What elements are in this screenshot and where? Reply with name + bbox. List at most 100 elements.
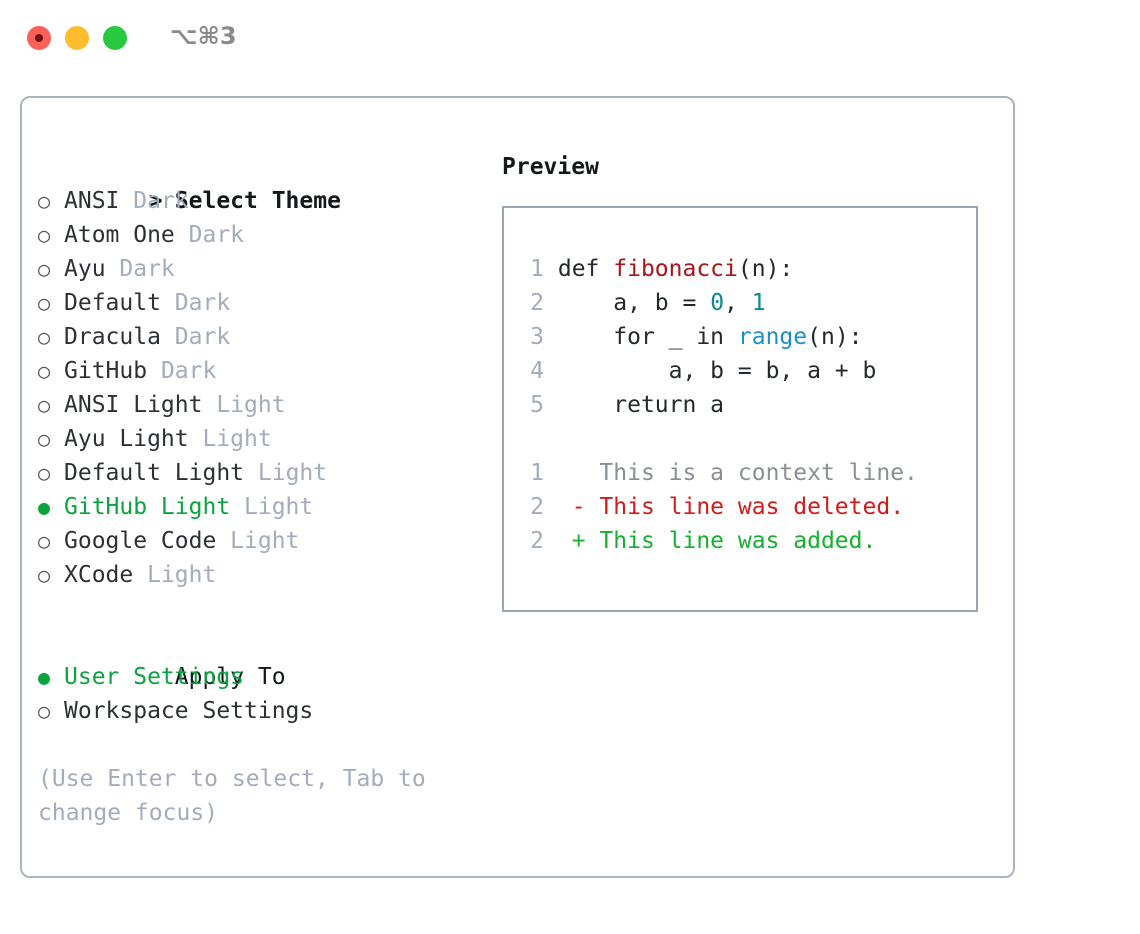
radio-unselected-icon: ○ bbox=[38, 291, 51, 315]
theme-list-item[interactable]: ○GitHub Dark bbox=[38, 354, 478, 388]
apply-to-item[interactable]: ● User Settings bbox=[38, 660, 478, 694]
code-token: range bbox=[737, 324, 808, 350]
radio-unselected-icon: ○ bbox=[38, 529, 51, 553]
code-token: 0 bbox=[710, 290, 725, 316]
apply-to-item[interactable]: ○ Workspace Settings bbox=[38, 694, 478, 728]
code-token: for _ in bbox=[557, 324, 738, 350]
code-token: a, b = bbox=[557, 290, 711, 316]
radio-selected-icon: ● bbox=[38, 495, 51, 519]
line-number: 5 bbox=[530, 392, 544, 418]
keyboard-hint-text: (Use Enter to select, Tab to change focu… bbox=[38, 766, 440, 826]
line-number: 3 bbox=[530, 324, 544, 350]
theme-list-item[interactable]: ○ Dracula Dark bbox=[38, 320, 478, 354]
select-theme-header-label: Select Theme bbox=[174, 188, 341, 214]
theme-list-item[interactable]: ● GitHub Light Light bbox=[38, 490, 478, 524]
theme-list-item-label: Ayu Light bbox=[64, 426, 203, 452]
code-line: 5 return a bbox=[520, 388, 918, 422]
theme-variant-tag: Light bbox=[216, 392, 286, 418]
diff-sign bbox=[572, 460, 586, 486]
theme-variant-tag: Dark bbox=[188, 222, 245, 248]
theme-list-item-label: GitHub bbox=[64, 358, 161, 384]
code-line: 2 a, b = 0, 1 bbox=[520, 286, 918, 320]
theme-list-item-label: Default bbox=[64, 290, 175, 316]
theme-variant-tag: Light bbox=[244, 494, 314, 520]
line-number: 2 bbox=[530, 290, 544, 316]
code-token: (n): bbox=[807, 324, 863, 350]
theme-variant-tag: Light bbox=[257, 460, 328, 486]
code-token: fibonacci bbox=[613, 256, 738, 282]
theme-list-item-label: ANSI Light bbox=[64, 392, 217, 418]
minimize-button[interactable] bbox=[65, 26, 89, 50]
theme-list-item[interactable]: ○ Default Dark bbox=[38, 286, 478, 320]
diff-sign: - bbox=[571, 494, 586, 520]
theme-list-item[interactable]: ○ ANSI Light Light bbox=[38, 388, 478, 422]
code-token: 1 bbox=[751, 290, 766, 316]
theme-variant-tag: Light bbox=[202, 426, 272, 452]
theme-list-item[interactable]: ○ ANSI Dark bbox=[38, 184, 478, 218]
diff-line: 2 + This line was added. bbox=[520, 524, 918, 558]
section-spacer bbox=[38, 592, 478, 626]
diff-line-text: This line was deleted. bbox=[585, 494, 905, 520]
radio-unselected-icon: ○ bbox=[38, 257, 51, 281]
code-token: , bbox=[724, 290, 752, 316]
radio-unselected-icon: ○ bbox=[38, 699, 51, 723]
theme-variant-tag: Light bbox=[147, 562, 217, 588]
window-controls bbox=[27, 26, 127, 50]
theme-variant-tag: Light bbox=[230, 528, 300, 554]
code-token: return a bbox=[557, 392, 725, 418]
radio-unselected-icon: ○ bbox=[38, 393, 51, 417]
apply-to-header: Apply To bbox=[38, 626, 478, 690]
code-token: (n): bbox=[737, 256, 794, 282]
theme-list-item[interactable]: ○ Google Code Light bbox=[38, 524, 478, 558]
diff-sign: + bbox=[571, 528, 586, 554]
radio-unselected-icon: ○ bbox=[38, 223, 51, 247]
diff-line-text: This line was added. bbox=[585, 528, 877, 554]
title-bar: ⌥⌘3 bbox=[0, 0, 1140, 78]
radio-unselected-icon: ○ bbox=[38, 359, 51, 383]
line-number: 2 bbox=[530, 494, 544, 520]
diff-line: 1 This is a context line. bbox=[520, 456, 918, 490]
theme-list-item-label: Dracula bbox=[64, 324, 175, 350]
theme-variant-tag: Dark bbox=[174, 324, 231, 350]
diff-line: 2 - This line was deleted. bbox=[520, 490, 918, 524]
select-theme-header: >Select Theme bbox=[38, 150, 478, 214]
radio-unselected-icon: ○ bbox=[38, 189, 51, 213]
radio-unselected-icon: ○ bbox=[38, 325, 51, 349]
theme-list-item-label: XCode bbox=[64, 562, 148, 588]
theme-list-item[interactable]: ○Default Light Light bbox=[38, 456, 478, 490]
theme-list-item[interactable]: ○Ayu Light Light bbox=[38, 422, 478, 456]
theme-list-item-label: Atom One bbox=[64, 222, 189, 248]
preview-title: Preview bbox=[502, 154, 599, 180]
theme-list-item-label: Default Light bbox=[64, 460, 258, 486]
apply-to-item-label: Workspace Settings bbox=[64, 698, 314, 724]
main-panel: >Select Theme ○ANSI Dark○Atom One Dark○A… bbox=[20, 96, 1015, 878]
theme-selector-column: >Select Theme ○ANSI Dark○Atom One Dark○A… bbox=[38, 150, 478, 830]
radio-selected-icon: ● bbox=[38, 665, 51, 689]
theme-variant-tag: Dark bbox=[133, 188, 189, 214]
close-button[interactable] bbox=[27, 26, 51, 50]
line-number: 4 bbox=[530, 358, 544, 384]
line-number: 1 bbox=[530, 256, 544, 282]
theme-list-item-label: Ayu bbox=[64, 256, 120, 282]
maximize-button[interactable] bbox=[103, 26, 127, 50]
theme-variant-tag: Dark bbox=[119, 256, 175, 282]
apply-to-list: ● User Settings ○ Workspace Settings bbox=[38, 660, 478, 728]
theme-list-item[interactable]: ○ Atom One Dark bbox=[38, 218, 478, 252]
code-line: 1 def fibonacci(n): bbox=[520, 252, 918, 286]
theme-list-item-label: GitHub Light bbox=[64, 494, 245, 520]
line-number: 2 bbox=[530, 528, 544, 554]
apply-to-item-label: User Settings bbox=[64, 664, 245, 690]
theme-list-item[interactable]: ○ Ayu Dark bbox=[38, 252, 478, 286]
theme-list-item-label: Google Code bbox=[64, 528, 231, 554]
theme-list-item-label: ANSI bbox=[64, 188, 134, 214]
theme-list-item[interactable]: ○XCode Light bbox=[38, 558, 478, 592]
code-token: def bbox=[557, 256, 614, 282]
recording-indicator-icon bbox=[35, 34, 43, 42]
code-line: 3 for _ in range(n): bbox=[520, 320, 918, 354]
theme-variant-tag: Dark bbox=[174, 290, 231, 316]
diff-line-text: This is a context line. bbox=[585, 460, 918, 486]
theme-list: ○ANSI Dark○Atom One Dark○Ayu Dark○Defaul… bbox=[38, 184, 478, 592]
